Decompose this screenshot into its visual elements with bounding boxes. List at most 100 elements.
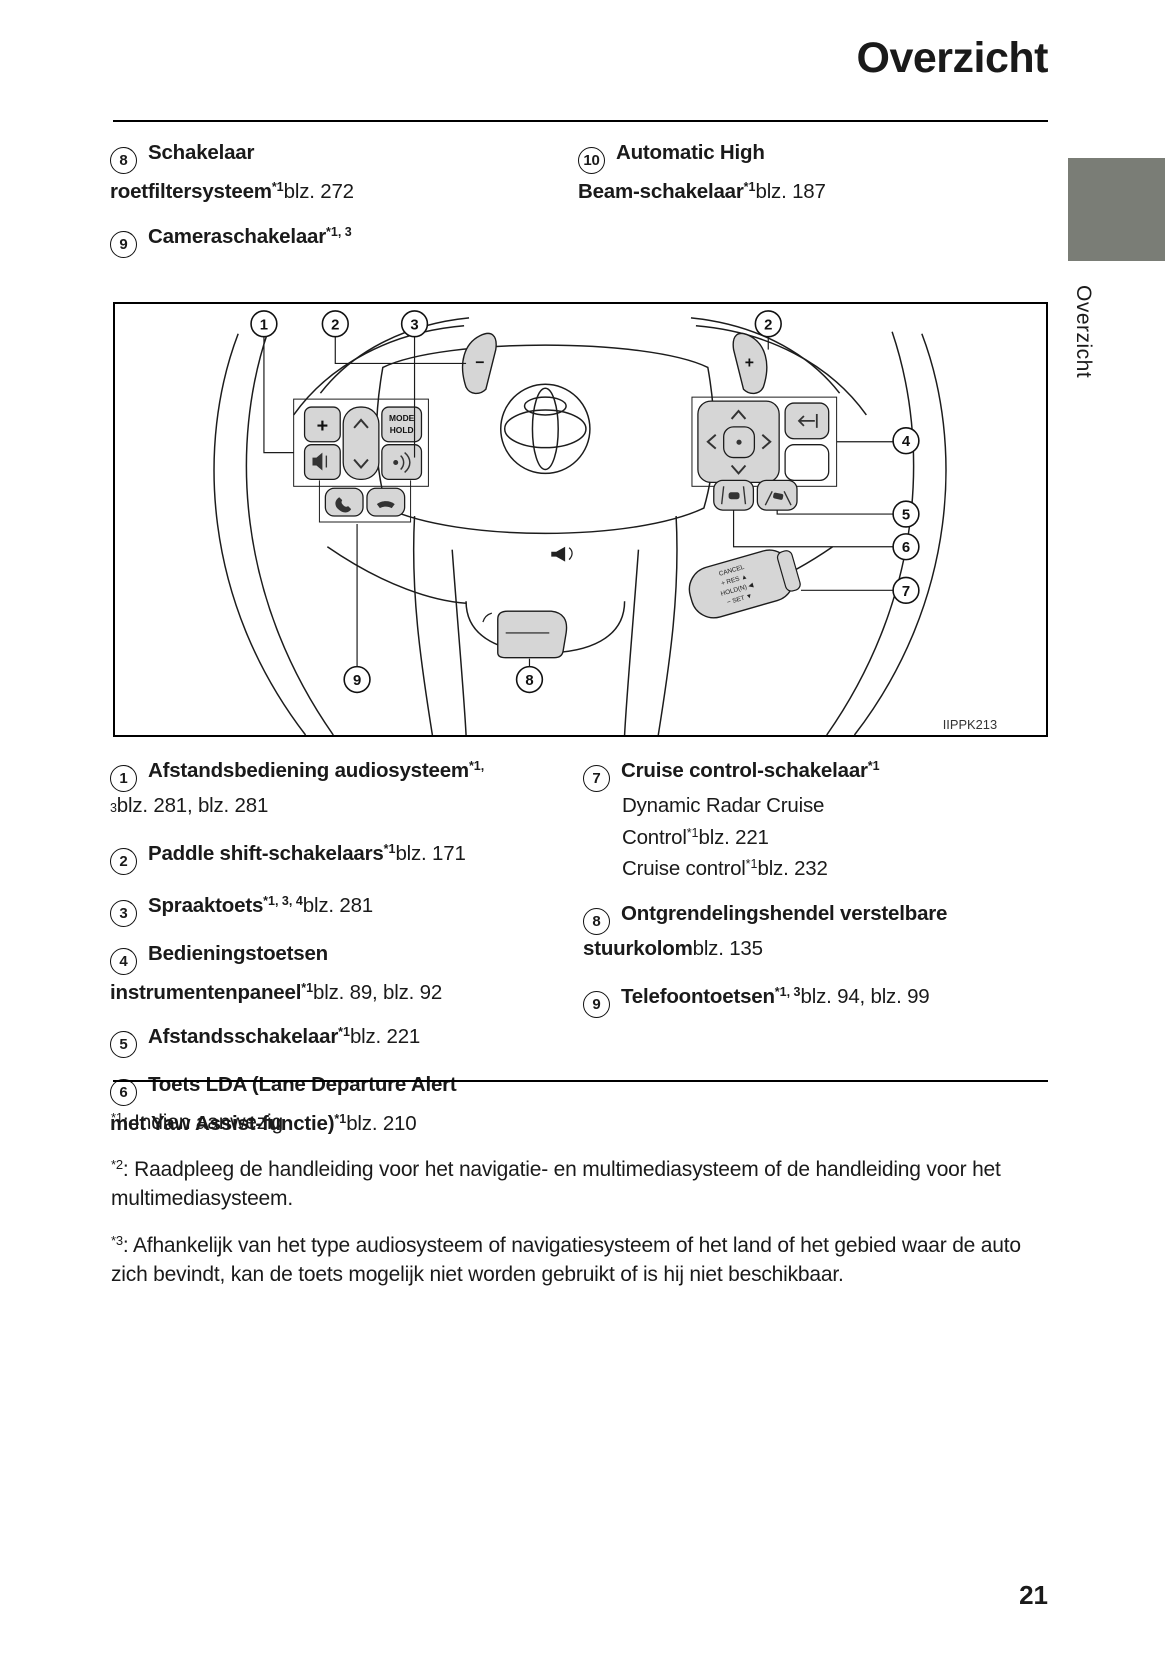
seek-rocker[interactable] xyxy=(342,406,380,481)
left-audio-cluster: + MODE HOLD xyxy=(293,398,429,487)
footnote-marker: *3 xyxy=(111,1233,123,1248)
rim-top-right2 xyxy=(695,325,867,416)
chevron-up-icon xyxy=(353,418,369,429)
legend-text: *1 xyxy=(338,1025,350,1039)
legend-text: instrumentenpaneel xyxy=(110,980,302,1004)
tilt-lever[interactable] xyxy=(482,610,568,659)
blank-button[interactable] xyxy=(784,444,830,482)
callout-number: 5 xyxy=(110,1031,137,1058)
callout-circle xyxy=(754,310,782,338)
legend-text: blz. 171 xyxy=(395,841,466,865)
column-inner-right xyxy=(623,549,640,735)
speaker-mute-button[interactable] xyxy=(303,444,341,481)
callout-number: 8 xyxy=(110,147,137,174)
callout-circle xyxy=(892,500,920,528)
steering-wheel-figure: − + + MODE HOLD xyxy=(113,302,1048,737)
legend-text: *1, 3 xyxy=(774,985,801,999)
hold-label: HOLD xyxy=(390,425,414,435)
cruise-stalk[interactable]: CANCEL + RES ▲ HOLD(N) ◀ − SET ▼ xyxy=(684,544,803,624)
footnote-marker: *2 xyxy=(111,1157,123,1172)
legend-text: Bedieningstoetsen xyxy=(148,941,328,965)
callout-circle xyxy=(892,533,920,561)
legend-text: Cruise control-schakelaar xyxy=(621,759,868,782)
legend-text: met Yaw Assist-functie) xyxy=(110,1112,335,1135)
rim-left-inner xyxy=(245,331,334,735)
legend-text: *1 xyxy=(383,841,396,856)
callout-label: 7 xyxy=(902,584,910,600)
callout-circle xyxy=(515,665,544,694)
legend-text: Ontgrendelingshendel verstelbare xyxy=(621,901,948,925)
legend-text: Dynamic Radar Cruise xyxy=(622,794,825,817)
legend-text: blz. 221 xyxy=(698,825,769,849)
legend-text: stuurkolom xyxy=(583,936,693,960)
column-right xyxy=(657,515,678,735)
rim-top-right xyxy=(690,317,841,394)
legend-text: Toets LDA (Lane Departure Alert xyxy=(148,1073,457,1096)
legend-text: blz. 281 xyxy=(302,893,373,917)
rim-right-outer xyxy=(853,333,947,735)
paddle-shift-left[interactable] xyxy=(461,332,497,395)
legend-text: *1 xyxy=(743,180,756,194)
callouts: 1 2 3 2 4 5 6 7 8 9 xyxy=(250,310,920,694)
phone-answer-icon xyxy=(335,497,352,513)
callout-circle xyxy=(250,310,278,338)
footnote: *1: Indien aanwezig xyxy=(111,1103,1052,1137)
legend-text: blz. 221 xyxy=(349,1025,421,1048)
speaker-icon xyxy=(312,452,328,471)
chevron-down-icon xyxy=(353,458,369,469)
callout-label: 5 xyxy=(902,508,910,524)
legend-text: 3 xyxy=(110,801,117,815)
callout-label: 8 xyxy=(525,673,533,689)
callout-circle xyxy=(321,310,349,338)
page-title: Overzicht xyxy=(856,34,1049,82)
voice-button[interactable] xyxy=(381,444,423,481)
rim-top-left xyxy=(319,317,470,394)
volume-up-button[interactable] xyxy=(303,406,341,443)
legend-text: Telefoontoetsen xyxy=(621,985,775,1008)
leader-lines xyxy=(263,336,894,667)
phone-answer-button[interactable] xyxy=(324,487,364,517)
callout-number: 4 xyxy=(110,947,137,975)
legend-text: *1 xyxy=(334,1112,347,1126)
mode-hold-button[interactable] xyxy=(381,406,423,443)
chapter-tab xyxy=(1068,158,1165,261)
assist-buttons xyxy=(713,479,798,511)
callout-circle xyxy=(400,310,429,338)
callout-label: 9 xyxy=(353,673,361,689)
legend-text: *1 xyxy=(271,180,284,194)
dpad-cluster xyxy=(691,396,838,487)
callout-label: 1 xyxy=(260,317,268,333)
callout-number: 9 xyxy=(110,230,137,258)
lda-icon xyxy=(721,486,747,505)
legend-text: Automatic High xyxy=(616,141,765,164)
callout-number: 10 xyxy=(578,147,605,174)
dpad-center[interactable] xyxy=(723,426,756,459)
legend-text: *1, xyxy=(468,759,485,773)
legend-text: *1, 3 xyxy=(326,224,352,239)
rim-left-outer xyxy=(213,333,307,735)
legend-text: blz. 281, blz. 281 xyxy=(116,794,269,817)
divider-bottom xyxy=(113,1080,1048,1082)
callout-number: 9 xyxy=(583,991,610,1018)
callout-number: 1 xyxy=(110,765,137,792)
page-number: 21 xyxy=(1019,1580,1048,1610)
legend-text: blz. 232 xyxy=(757,857,828,880)
legend-text: Paddle shift-schakelaars xyxy=(148,841,384,865)
rim-top-left2 xyxy=(293,325,465,416)
legend-text: *1 xyxy=(301,980,314,995)
paddle-shift-right[interactable] xyxy=(732,332,768,395)
lane-departure-icon xyxy=(764,490,792,506)
callout-number: 3 xyxy=(110,899,137,927)
column-inner-left xyxy=(451,549,467,735)
footnote: *3: Afhankelijk van het type audiosystee… xyxy=(111,1226,1052,1289)
cluster-bracket-left xyxy=(293,398,429,487)
callout-label: 6 xyxy=(902,540,910,556)
